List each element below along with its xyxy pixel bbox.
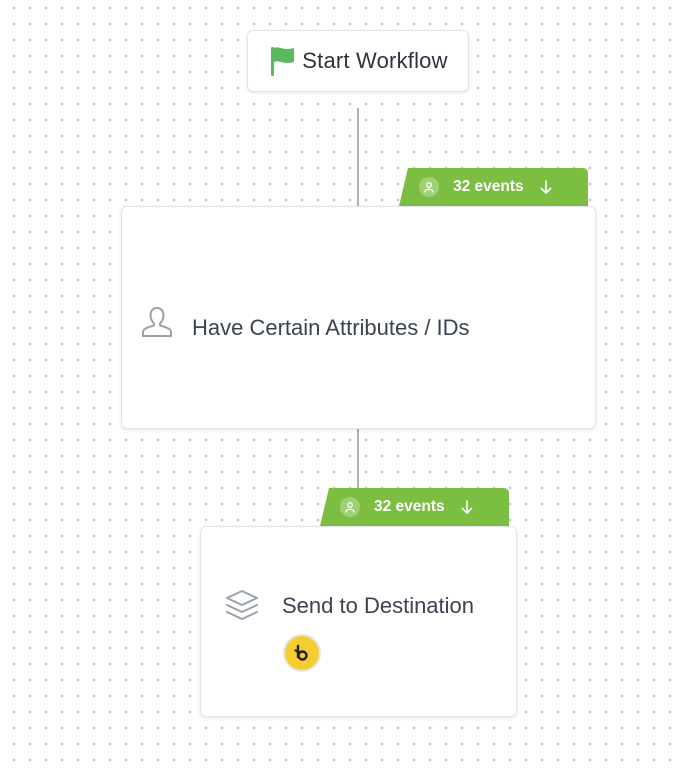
user-outline-icon	[140, 306, 174, 343]
node-title: Have Certain Attributes / IDs	[192, 315, 470, 340]
connector-line-start-to-filter	[357, 108, 359, 208]
arrow-down-icon	[461, 499, 473, 515]
flag-icon	[268, 45, 296, 77]
user-icon	[419, 177, 439, 197]
events-count-badge[interactable]: 32 events	[399, 168, 588, 206]
start-workflow-label: Start Workflow	[302, 48, 448, 73]
send-to-destination-node[interactable]: Send to Destination	[200, 526, 517, 717]
user-icon	[340, 497, 360, 517]
start-workflow-node[interactable]: Start Workflow	[247, 30, 469, 92]
attributes-filter-node[interactable]: Have Certain Attributes / IDs	[121, 206, 596, 429]
events-count-label: 32 events	[374, 498, 445, 515]
node-title: Send to Destination	[282, 593, 475, 618]
events-count-badge[interactable]: 32 events	[320, 488, 509, 526]
braze-logo	[283, 634, 321, 672]
layers-icon	[224, 588, 260, 627]
connector-line-filter-to-destination	[357, 428, 359, 490]
arrow-down-icon	[540, 179, 552, 195]
events-count-label: 32 events	[453, 178, 524, 195]
